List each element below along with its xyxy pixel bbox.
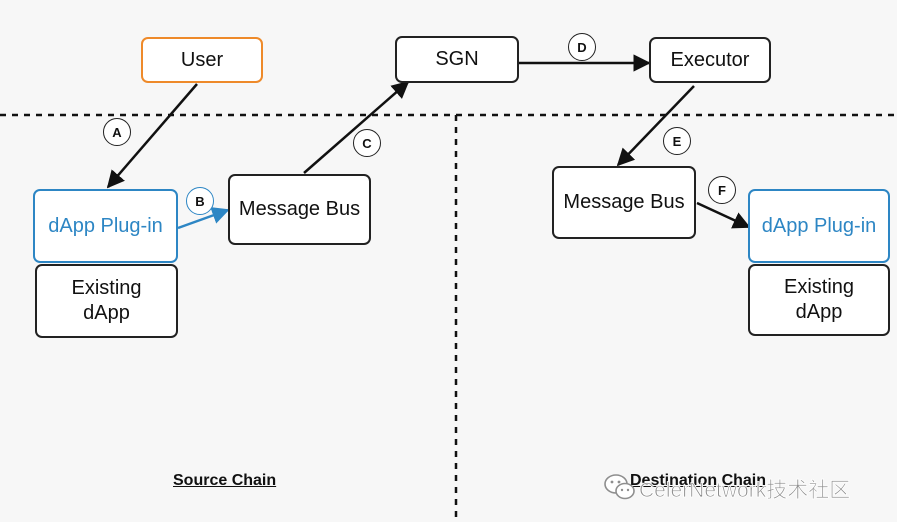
edge-f-label: F [708, 176, 736, 204]
edge-a-label: A [103, 118, 131, 146]
watermark-text: CelerNetwork技术社区 [639, 479, 851, 503]
destination-existing-dapp-node: Existing dApp [748, 264, 890, 336]
source-message-bus-node: Message Bus [228, 174, 371, 245]
edge-b-label: B [186, 187, 214, 215]
user-node: User [141, 37, 263, 83]
edge-c-arrow [303, 80, 410, 174]
destination-message-bus-node: Message Bus [552, 166, 696, 239]
source-existing-dapp-node: Existing dApp [35, 264, 178, 338]
edge-e-arrow [616, 85, 695, 167]
executor-node: Executor [649, 37, 771, 83]
source-dapp-plugin-node: dApp Plug-in [33, 189, 178, 263]
wechat-icon [604, 474, 635, 500]
edge-c-label: C [353, 129, 381, 157]
sgn-node: SGN [395, 36, 519, 83]
edge-e-label: E [663, 127, 691, 155]
edge-a-arrow [106, 83, 198, 189]
edge-d-label: D [568, 33, 596, 61]
source-chain-title: Source Chain [173, 472, 277, 489]
destination-dapp-plugin-node: dApp Plug-in [748, 189, 890, 263]
edge-b-arrow [177, 207, 230, 230]
edge-f-arrow [696, 201, 751, 229]
destination-chain-title: Destination Chain [630, 472, 767, 489]
